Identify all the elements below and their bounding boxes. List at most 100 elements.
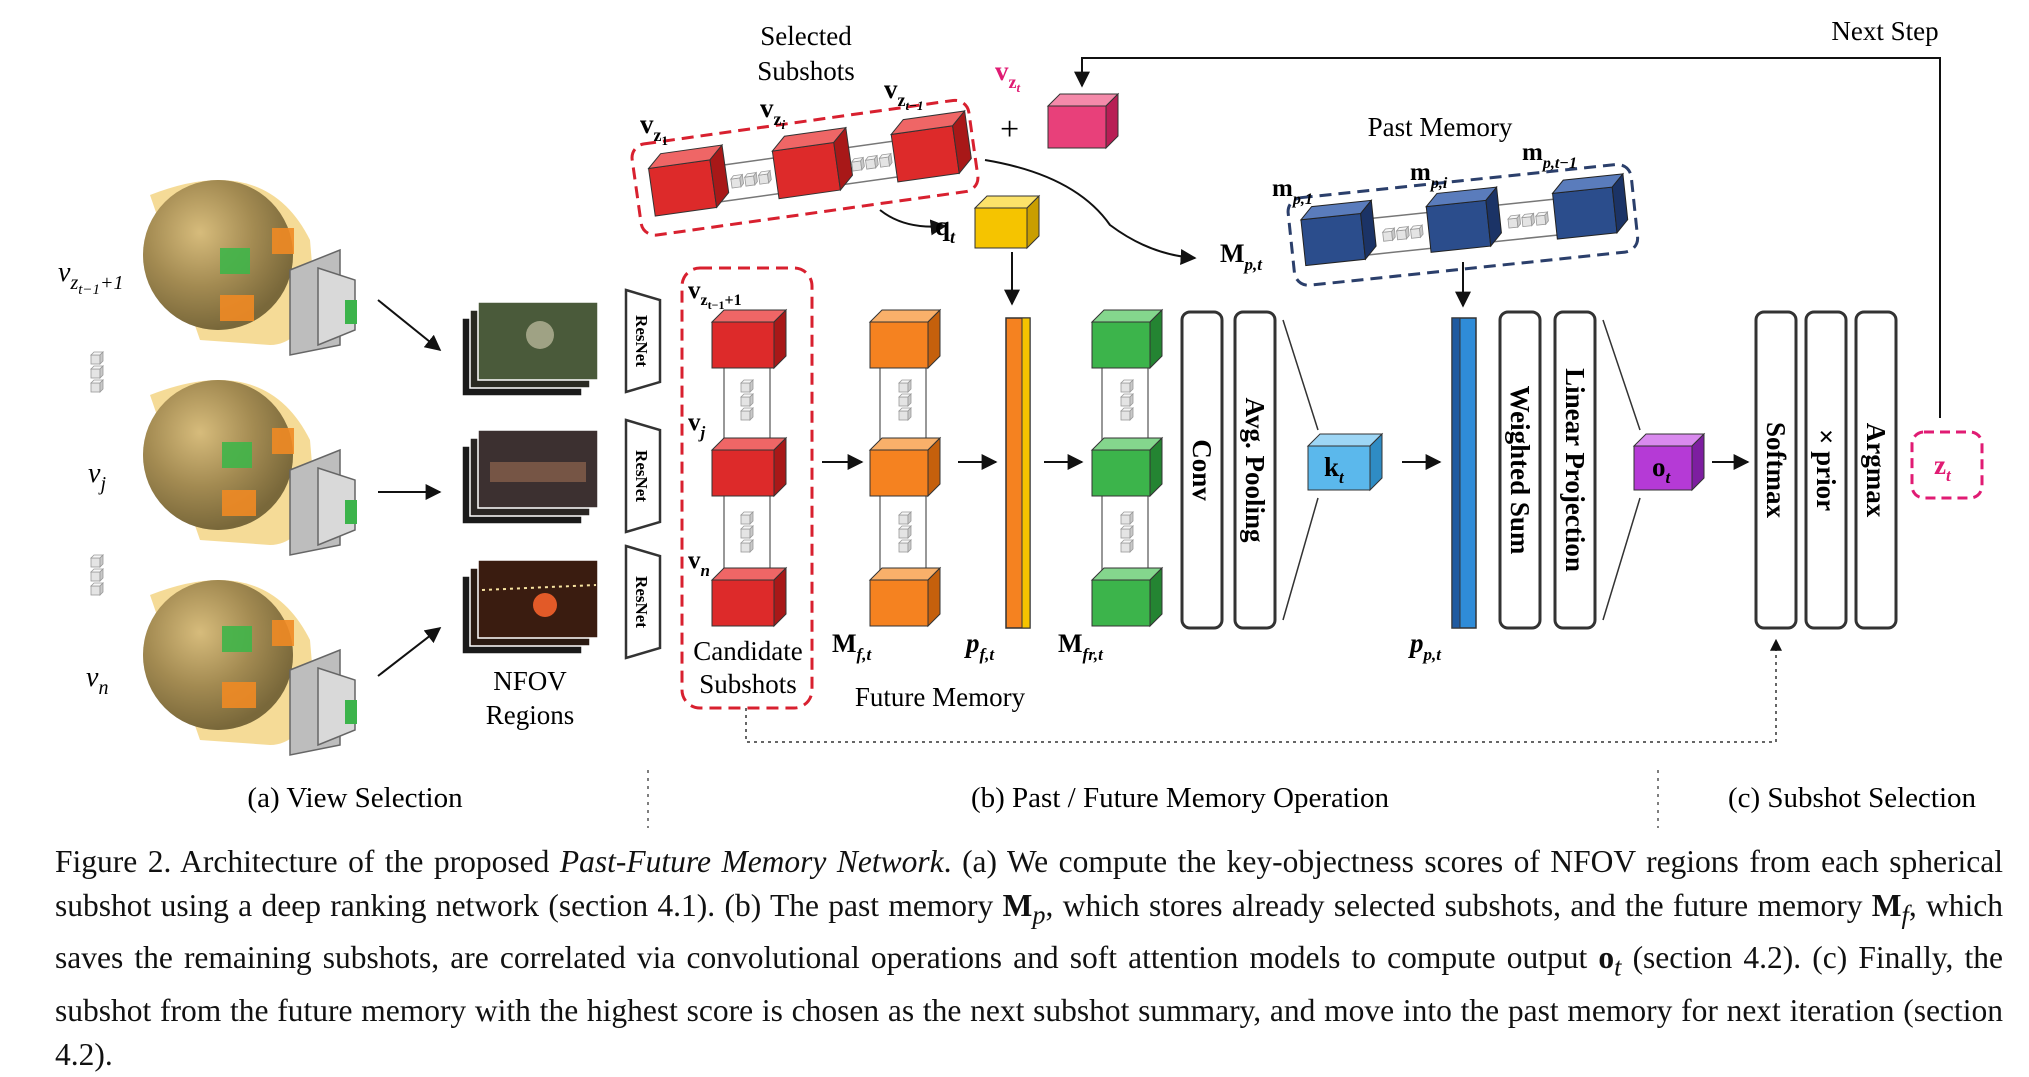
fr-cube-3: [1090, 566, 1164, 628]
ellipsis-dots-2: [91, 555, 103, 595]
subshot-selection-section: Softmax × prior Argmax zt: [745, 310, 1984, 743]
conv-block: Conv: [1180, 310, 1224, 630]
ellipsis-dots-1: [91, 352, 103, 392]
label-selected: Selected: [760, 21, 852, 51]
resnet-block-3: ResNet: [624, 544, 662, 660]
selected-cube-1: [647, 143, 730, 217]
svg-text:× prior: × prior: [1811, 429, 1841, 511]
caption-sentence-1: Architecture of the proposed: [180, 844, 550, 879]
section-label-a: (a) View Selection: [247, 782, 463, 814]
view-selection-section: vzt−1+1 vj vn NFOV Regions: [58, 180, 662, 756]
svg-text:Avg. Pooling: Avg. Pooling: [1240, 397, 1270, 543]
resnet-block-2: ResNet: [624, 418, 662, 534]
selected-subshots-box: [630, 98, 980, 237]
label-ppt: pp,t: [1408, 628, 1442, 664]
label-past-memory: Past Memory: [1368, 112, 1513, 142]
svg-text:Weighted Sum: Weighted Sum: [1505, 386, 1535, 555]
label-pft: pf,t: [964, 628, 995, 664]
architecture-diagram: vzt−1+1 vj vn NFOV Regions: [58, 16, 1984, 828]
figure-caption: Figure 2. Architecture of the proposed P…: [55, 840, 2003, 1077]
resnet-block-1: ResNet: [624, 288, 662, 394]
label-future-memory: Future Memory: [855, 682, 1026, 712]
prior-block: × prior: [1804, 310, 1848, 630]
label-mfrt: Mfr,t: [1058, 629, 1104, 664]
softmax-block: Softmax: [1754, 310, 1798, 630]
svg-text:Softmax: Softmax: [1761, 422, 1791, 518]
label-nfov-regions-2: Regions: [486, 700, 575, 730]
spherical-subshot-3: [143, 580, 357, 756]
svg-text:Conv: Conv: [1187, 439, 1217, 501]
caption-mf-symbol: M: [1871, 887, 1902, 923]
label-candidate: Candidate: [693, 636, 802, 666]
label-mpt: Mp,t: [1220, 239, 1263, 274]
label-qt: qt: [935, 211, 956, 247]
candidate-cube-2: [710, 436, 788, 498]
label-vzt: vzt: [995, 56, 1021, 95]
fr-cube-1: [1090, 308, 1164, 370]
label-mft: Mf,t: [832, 629, 872, 664]
new-selected-cube: [1046, 92, 1120, 150]
caption-ot-symbol: o: [1598, 940, 1615, 976]
nfov-frames-3: [461, 559, 599, 655]
caption-sentence-4: , which saves the remaining subshots, ar…: [55, 887, 2003, 976]
label-cand-vn: vn: [688, 547, 710, 580]
future-cube-2: [868, 436, 942, 498]
nfov-frames-1: [461, 301, 599, 397]
caption-mp-sub: p: [1032, 899, 1046, 929]
past-cube-3: [1551, 172, 1629, 240]
avg-pooling-block: Avg. Pooling: [1233, 310, 1277, 630]
argmax-block: Argmax: [1854, 310, 1898, 630]
svg-text:ResNet: ResNet: [632, 315, 651, 367]
memory-operation-section: Selected Subshots vz1: [630, 16, 1941, 712]
caption-mp-symbol: M: [1002, 887, 1033, 923]
weighted-sum-block: Weighted Sum: [1498, 310, 1542, 630]
label-subshots: Subshots: [757, 56, 855, 86]
nfov-frames-2: [461, 429, 599, 525]
caption-paragraph: Figure 2. Architecture of the proposed P…: [55, 840, 2003, 1077]
output-cube: ot: [1632, 432, 1706, 492]
selected-cube-2: [771, 126, 854, 200]
label-next-step: Next Step: [1831, 16, 1938, 46]
z-t-box: zt: [1910, 430, 1984, 500]
label-nfov-regions-1: NFOV: [493, 666, 567, 696]
svg-text:ResNet: ResNet: [632, 576, 651, 628]
past-cube-1: [1299, 199, 1377, 267]
label-vzt1: vzt−1: [884, 74, 924, 113]
label-cand-vzt1plus1: vzt−1+1: [688, 277, 742, 312]
caption-sentence-2: . (a) We compute the key-objectness scor…: [55, 844, 2003, 923]
plus-sign: +: [1000, 111, 1019, 148]
linear-projection-block: Linear Projection: [1553, 310, 1597, 630]
past-cube-2: [1425, 185, 1502, 253]
svg-text:ResNet: ResNet: [632, 450, 651, 502]
caption-network-name: Past-Future Memory Network: [559, 844, 944, 879]
svg-text:Linear Projection: Linear Projection: [1560, 368, 1590, 572]
caption-figure-label: Figure 2.: [55, 844, 172, 879]
label-cand-vj: vj: [688, 409, 706, 442]
svg-text:Argmax: Argmax: [1861, 423, 1891, 518]
future-cube-3: [868, 566, 942, 628]
candidate-cube-3: [710, 566, 788, 628]
caption-ot-sub: t: [1614, 952, 1622, 982]
spherical-subshot-1: [143, 180, 357, 356]
label-mpt1: mp,t−1: [1522, 139, 1577, 172]
spherical-subshot-2: [143, 380, 357, 556]
fr-cube-2: [1090, 436, 1164, 498]
label-v-j: vj: [88, 458, 106, 495]
caption-mf-sub: f: [1901, 899, 1909, 929]
label-mp1: mp,1: [1272, 175, 1313, 208]
key-cube: kt: [1306, 432, 1384, 492]
label-cand-subshots: Subshots: [699, 669, 797, 699]
candidate-subshots-box: [680, 266, 814, 710]
section-label-c: (c) Subshot Selection: [1728, 782, 1977, 814]
label-v-n: vn: [86, 662, 108, 699]
future-cube-1: [868, 308, 942, 370]
candidate-cube-1: [710, 308, 788, 370]
section-label-b: (b) Past / Future Memory Operation: [971, 782, 1390, 814]
label-vz1: vz1: [640, 109, 668, 148]
query-cube: [973, 194, 1041, 250]
selected-cube-3: [889, 109, 972, 183]
label-v-zt1-plus1: vzt−1+1: [58, 257, 124, 298]
caption-sentence-3: , which stores already selected subshots…: [1045, 887, 1863, 923]
past-memory-box: [1286, 162, 1640, 287]
caption-sentence-5: (section 4.2). (c) Finally, the subshot …: [55, 940, 2004, 1072]
